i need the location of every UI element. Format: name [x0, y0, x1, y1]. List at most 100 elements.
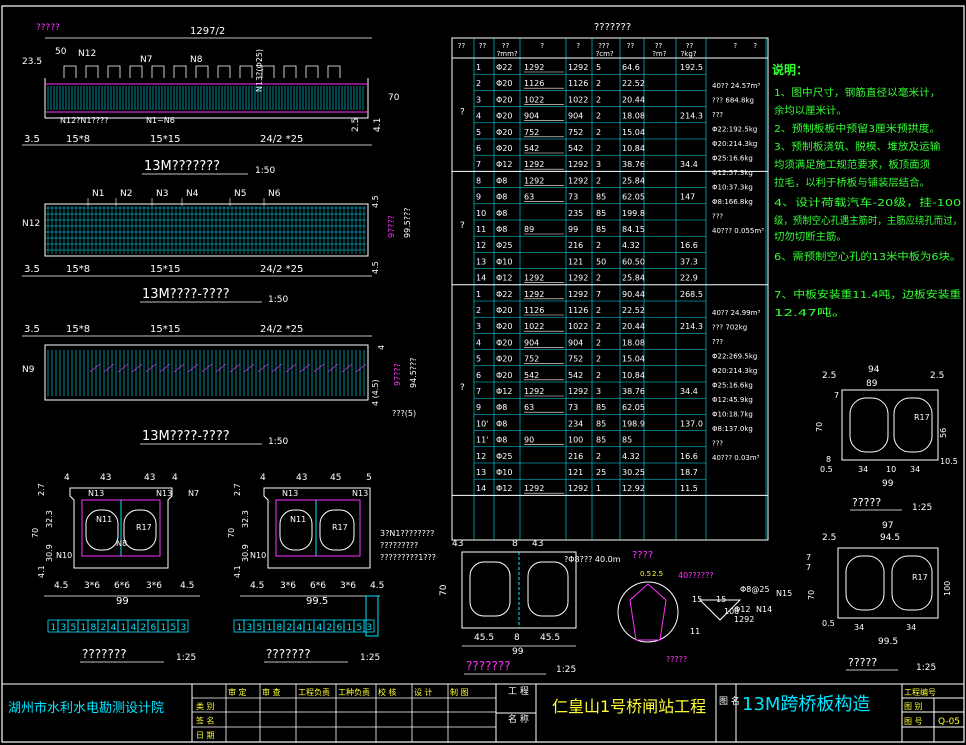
tb-col-label: 工种负责: [338, 687, 370, 697]
se-note-1: ?????????: [380, 541, 418, 550]
sj-dim-5: 45.5: [540, 633, 560, 643]
sm-side-0: 2.7: [37, 483, 46, 496]
table-cell: 99: [568, 225, 578, 234]
srm-d10: 34: [858, 465, 868, 474]
table-cell: 1292: [524, 387, 544, 396]
table-cell: 60.50: [622, 257, 645, 266]
notes-title: 说明：: [772, 62, 808, 77]
se-top-2: 45: [330, 473, 341, 483]
table-cell: 25: [596, 468, 606, 477]
table-cell: 752: [568, 128, 583, 137]
table-cell: 2: [596, 452, 601, 461]
side-n8-label: N8: [190, 55, 203, 65]
table-cell: 90.44: [622, 290, 645, 299]
table-cell: 10.84: [622, 144, 645, 153]
plan-view-title: 13M????-????: [142, 287, 230, 302]
table-cell: 3: [476, 95, 481, 104]
table-cell: 1292: [568, 274, 588, 283]
slab-tooth: [129, 65, 143, 78]
table-cell: 38.76: [622, 387, 645, 396]
table-cell: 1292: [568, 63, 588, 72]
slab-tooth: [283, 65, 297, 78]
slab-tooth: [63, 65, 77, 78]
table-cell: 84.15: [622, 225, 645, 234]
srm-d12: 34: [910, 465, 920, 474]
table-cell: 30.25: [622, 468, 645, 477]
table-cell: 7: [476, 160, 481, 169]
plan-rebar-label: N5: [234, 189, 246, 199]
bottom-diag: [117, 363, 129, 373]
table-cell: 9: [476, 403, 481, 412]
table-cell: 198.9: [622, 419, 645, 428]
table-header: ??: [686, 42, 694, 50]
table-cell: Φ22: [496, 290, 512, 299]
slab-tooth: [173, 65, 187, 78]
note-item: 拉毛，以利于桥板与铺装层结合。: [774, 176, 930, 189]
rebar-cell-value: 5: [71, 623, 77, 633]
section-detail: ???? 0.5 2.5 40?????? Φ8@25 N15 15 15 10…: [617, 550, 792, 664]
sd-l11: 11: [690, 627, 700, 636]
se-lbl-4: N10: [250, 551, 266, 560]
table-cell: Φ12: [496, 160, 512, 169]
slab-tooth: [327, 65, 341, 78]
rebar-cell-value: 1: [237, 623, 243, 633]
table-header: ??: [458, 42, 466, 50]
table-header: ?: [753, 42, 757, 50]
section-middle: 4 43 43 4 2.7 70 32.3 30.9 4.1 N13 N13 N…: [31, 473, 200, 663]
se-lbl-2: N11: [290, 515, 306, 524]
table-cell: 2: [596, 322, 601, 331]
sj-dim-0: 43: [452, 539, 463, 549]
table-cell: 4.32: [622, 241, 640, 250]
sd-l0: 0.5: [640, 570, 651, 578]
sj-dim-2: 43: [532, 539, 543, 549]
sd-l4: N15: [776, 589, 792, 598]
plan-rebar-label: N6: [268, 189, 281, 199]
rebar-cell-value: 2: [101, 623, 107, 633]
tb-row-label: 签 名: [196, 716, 215, 726]
note-item: 切勿切断主筋。: [774, 230, 847, 243]
tb-col-label: 工程负责: [298, 687, 330, 697]
table-summary: 40??? 0.055m³: [712, 227, 764, 235]
tb-col-label: 审 定: [228, 687, 247, 697]
bottom-diag: [159, 363, 171, 373]
table-summary: Φ25:16.6kg: [712, 381, 753, 389]
table-cell: Φ25: [496, 452, 512, 461]
table-summary: Φ22:269.5kg: [712, 352, 757, 360]
table-cell: 6: [476, 144, 481, 153]
tb-row-label: 日 期: [196, 731, 215, 740]
table-cell: 100: [568, 436, 583, 445]
bottom-diag: [131, 363, 143, 373]
sre-d3: 7: [806, 553, 811, 562]
sm-bot-2: 6*6: [114, 581, 130, 591]
sm-bot-3: 3*6: [146, 581, 162, 591]
side-view-title: 13M???????: [144, 159, 220, 174]
rebar-cell-value: 4: [131, 623, 137, 633]
rebar-cell-value: 4: [297, 623, 303, 633]
table-cell: 1292: [568, 176, 588, 185]
plan-dim-b0: 3.5: [24, 264, 40, 275]
note-item: 4、设计荷载汽车-20级，挂-100: [774, 196, 961, 209]
table-header: ?mm?: [497, 50, 518, 58]
table-cell: 20.44: [622, 322, 645, 331]
sre-d0: 97: [882, 521, 893, 531]
side-n12-label: N12: [78, 49, 96, 59]
table-cell: 2: [596, 306, 601, 315]
bottom-right-dim-4: ???(5): [392, 409, 416, 418]
bottom-diag: [355, 363, 367, 373]
bottom-dim-t3: 24/2 *25: [260, 324, 303, 335]
sre-label: R17: [912, 573, 928, 582]
tb-col-label: 设 计: [414, 687, 433, 697]
project-label: 工 程: [508, 686, 529, 697]
rebar-cell: [363, 619, 375, 633]
table-cell: 22.52: [622, 79, 645, 88]
sj-dim-4: 8: [514, 633, 520, 643]
table-cell: 2: [596, 371, 601, 380]
sm-bot-1: 3*6: [84, 581, 100, 591]
table-summary: Φ20:214.3kg: [712, 140, 757, 148]
table-header: ??: [655, 42, 663, 50]
table-summary: ???: [712, 111, 723, 119]
table-cell: Φ20: [496, 144, 512, 153]
table-cell: 216: [568, 241, 583, 250]
srm-scale: 1:25: [912, 503, 932, 513]
